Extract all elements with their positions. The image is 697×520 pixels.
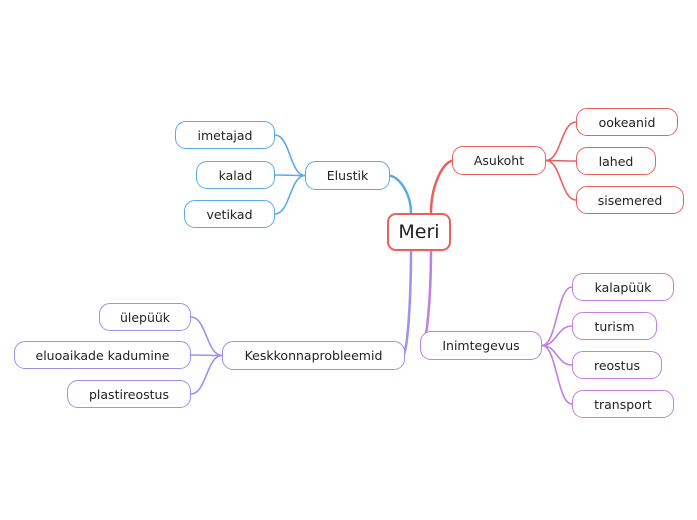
leaf-node-lahed[interactable]: lahed — [576, 147, 656, 175]
leaf-node-ookeanid[interactable]: ookeanid — [576, 108, 678, 136]
connector-asukoht-leaf-2 — [545, 159, 577, 201]
connector-inimtegevus-leaf-3 — [541, 344, 573, 405]
leaf-node-vetikad[interactable]: vetikad — [184, 200, 275, 228]
branch-node-elustik[interactable]: Elustik — [305, 161, 390, 190]
leaf-node-reostus[interactable]: reostus — [572, 351, 662, 379]
branch-node-keskkonnaprobleemid[interactable]: Keskkonnaprobleemid — [222, 341, 405, 370]
connector-elustik-leaf-2 — [274, 174, 306, 215]
root-node-meri[interactable]: Meri — [387, 213, 451, 251]
connector-keskkond-leaf-1 — [190, 354, 223, 357]
leaf-node-turism[interactable]: turism — [572, 312, 657, 340]
connector-asukoht-leaf-1 — [545, 159, 577, 162]
leaf-node-sisemered[interactable]: sisemered — [576, 186, 684, 214]
leaf-node-kalapuuk[interactable]: kalapüük — [572, 273, 674, 301]
leaf-node-imetajad[interactable]: imetajad — [175, 121, 275, 149]
connector-root-elustik — [386, 174, 413, 215]
branch-node-asukoht[interactable]: Asukoht — [452, 146, 546, 175]
connector-elustik-leaf-0 — [274, 134, 306, 177]
connector-elustik-leaf-1 — [274, 174, 306, 177]
leaf-node-plastireostus[interactable]: plastireostus — [67, 380, 191, 408]
connector-keskkond-leaf-0 — [190, 316, 223, 357]
leaf-node-transport[interactable]: transport — [572, 390, 674, 418]
connector-root-asukoht — [429, 159, 456, 215]
connector-asukoht-leaf-0 — [545, 121, 577, 162]
connector-keskkond-leaf-2 — [190, 354, 223, 395]
leaf-node-ulepuuk[interactable]: ülepüük — [99, 303, 191, 331]
connector-inimtegevus-leaf-0 — [541, 286, 573, 347]
leaf-node-eluoaikade-kadumine[interactable]: eluoaikade kadumine — [14, 341, 191, 369]
connector-root-keskkonnaprobleemid — [401, 249, 413, 357]
leaf-node-kalad[interactable]: kalad — [196, 161, 275, 189]
branch-node-inimtegevus[interactable]: Inimtegevus — [420, 331, 542, 360]
connector-inimtegevus-leaf-1 — [541, 325, 573, 347]
